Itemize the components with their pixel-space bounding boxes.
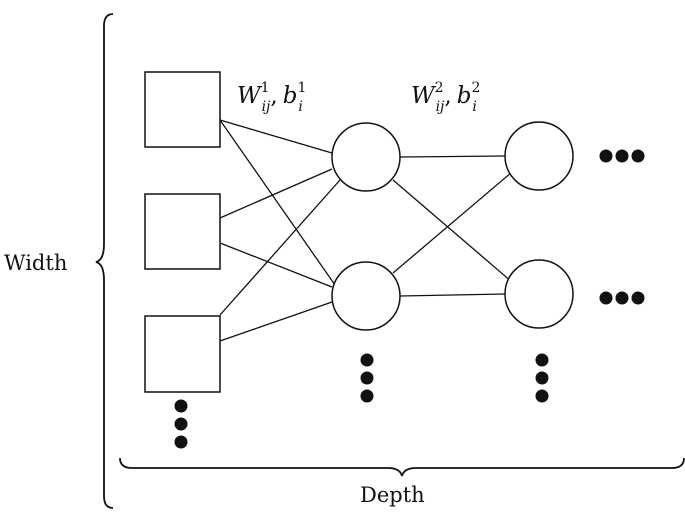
ellipsis-dot (535, 353, 549, 367)
edge (399, 155, 506, 158)
ellipsis-dot (599, 291, 613, 305)
input-node (144, 193, 221, 270)
input-layer-ellipsis (174, 399, 188, 449)
edge (392, 171, 513, 274)
hidden1-ellipsis (360, 353, 374, 403)
ellipsis-dot (615, 291, 629, 305)
edges-hidden1-to-hidden2 (392, 155, 513, 297)
ellipsis-dot (360, 371, 374, 385)
ellipsis-dot (535, 389, 549, 403)
hidden2-node (504, 121, 574, 191)
input-node (144, 315, 221, 393)
edge (219, 119, 333, 154)
ellipsis-dot (615, 149, 629, 163)
ellipsis-dot (174, 435, 188, 449)
width-label: Width (4, 251, 67, 275)
edge (399, 293, 506, 297)
depth-label: Depth (360, 483, 425, 507)
input-layer (144, 71, 221, 393)
depth-ellipsis-bottom (599, 291, 645, 305)
ellipsis-dot (631, 149, 645, 163)
ellipsis-dot (174, 399, 188, 413)
hidden-layer-2 (504, 121, 574, 329)
hidden1-node (331, 122, 401, 192)
ellipsis-dot (631, 291, 645, 305)
width-brace (95, 13, 114, 509)
edge (219, 168, 333, 219)
edge (219, 179, 341, 316)
hidden1-node (331, 261, 401, 331)
ellipsis-dot (360, 353, 374, 367)
edge (219, 119, 336, 286)
depth-brace (119, 457, 685, 477)
ellipsis-dot (360, 389, 374, 403)
edge (219, 242, 333, 288)
ellipsis-dot (174, 417, 188, 431)
edges-input-to-hidden1 (219, 119, 341, 342)
hidden-layer-1 (331, 122, 401, 331)
hidden2-node (504, 259, 574, 329)
ellipsis-dot (599, 149, 613, 163)
input-node (144, 71, 221, 148)
edge (219, 301, 333, 342)
hidden2-ellipsis (535, 353, 549, 403)
depth-ellipsis-top (599, 149, 645, 163)
ellipsis-dot (535, 371, 549, 385)
edge (392, 179, 513, 283)
